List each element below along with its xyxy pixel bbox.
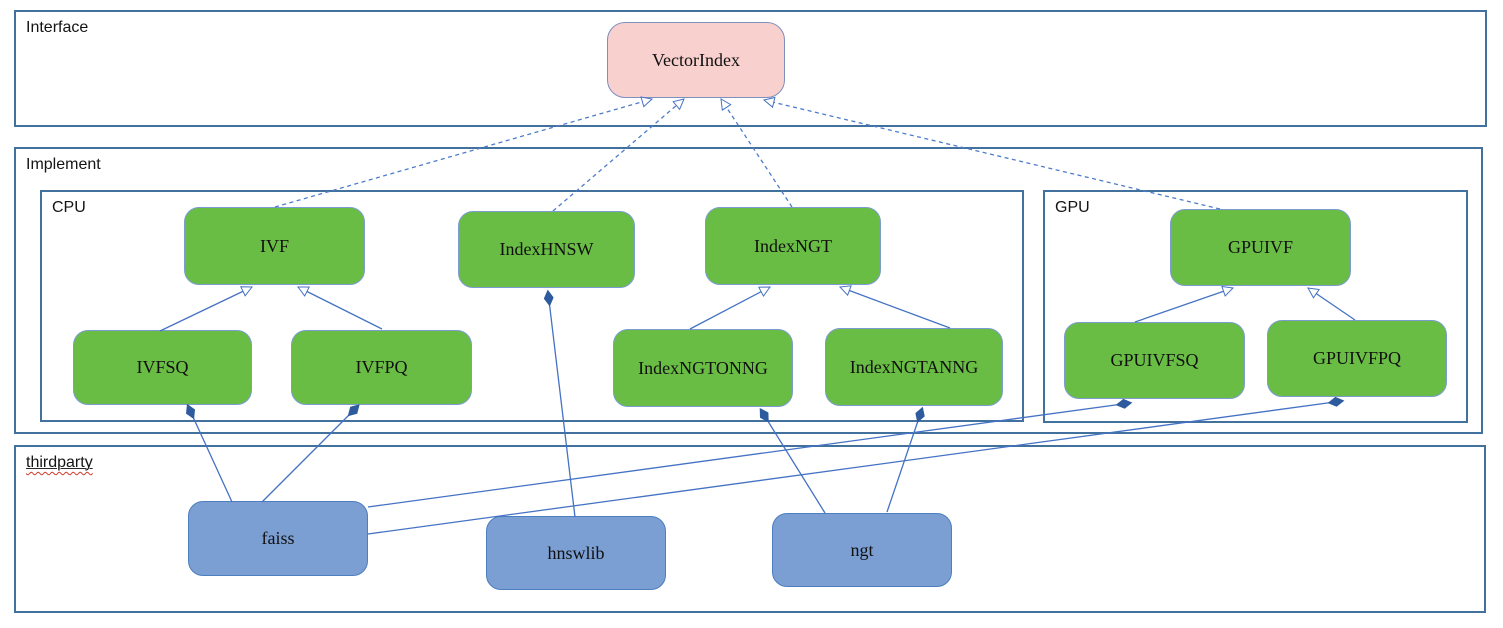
node-ivf: IVF	[184, 207, 365, 285]
container-thirdparty-label-text: thirdparty	[26, 454, 93, 471]
container-thirdparty-label: thirdparty	[26, 454, 93, 472]
node-indexngt: IndexNGT	[705, 207, 881, 285]
node-indexngtanng: IndexNGTANNG	[825, 328, 1003, 406]
node-indexhnsw: IndexHNSW	[458, 211, 635, 288]
node-gpuivfpq: GPUIVFPQ	[1267, 320, 1447, 397]
node-gpuivf: GPUIVF	[1170, 209, 1351, 286]
node-ivfsq: IVFSQ	[73, 330, 252, 405]
container-gpu-label: GPU	[1055, 199, 1090, 216]
node-indexngtonng: IndexNGTONNG	[613, 329, 793, 407]
node-vectorindex: VectorIndex	[607, 22, 785, 98]
node-gpuivfsq: GPUIVFSQ	[1064, 322, 1245, 399]
container-implement-label: Implement	[26, 156, 101, 173]
container-cpu-label: CPU	[52, 199, 86, 216]
node-hnswlib: hnswlib	[486, 516, 666, 590]
node-ivfpq: IVFPQ	[291, 330, 472, 405]
node-faiss: faiss	[188, 501, 368, 576]
node-ngt: ngt	[772, 513, 952, 587]
container-interface-label: Interface	[26, 19, 89, 36]
